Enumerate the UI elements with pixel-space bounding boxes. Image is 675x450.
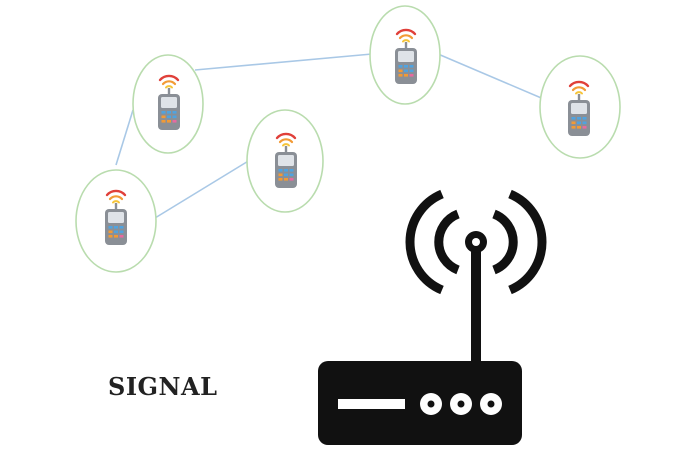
network-links (115, 53, 547, 219)
network-node (246, 109, 324, 213)
link (194, 53, 373, 71)
antenna (471, 246, 481, 364)
signal-wave (405, 189, 444, 295)
signal-label: SIGNAL (108, 372, 218, 401)
router-slot (338, 399, 405, 409)
network-node (75, 169, 157, 273)
router-lights (420, 393, 502, 415)
link (115, 109, 134, 166)
link (437, 53, 547, 101)
signal-wave (492, 209, 518, 275)
router-body (318, 361, 522, 445)
network-node (132, 54, 204, 154)
wifi-router-icon (318, 189, 547, 445)
signal-wave (508, 189, 547, 295)
network-node (369, 5, 441, 105)
network-node (539, 55, 621, 159)
signal-wave (434, 209, 460, 275)
link (154, 159, 251, 219)
